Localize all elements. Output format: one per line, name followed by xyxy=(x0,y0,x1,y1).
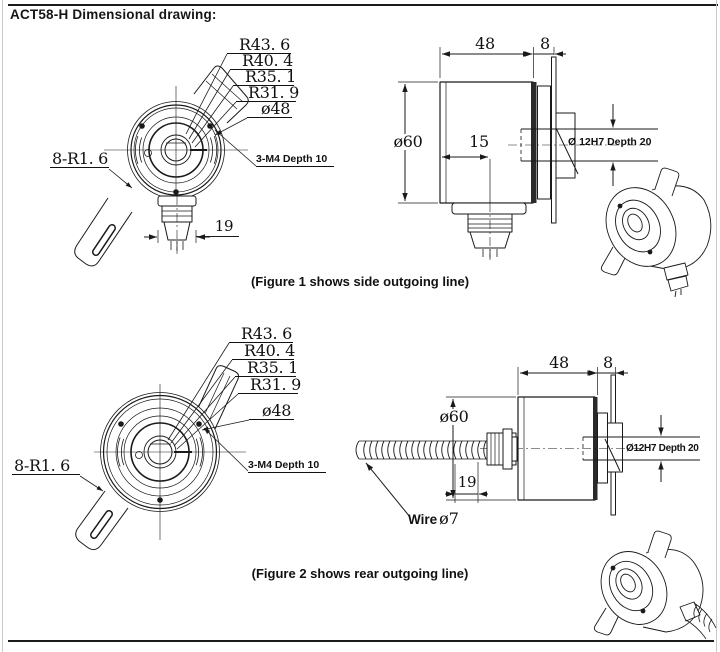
top-border xyxy=(8,4,718,6)
fig2-caption: (Figure 2 shows rear outgoing line) xyxy=(251,566,469,581)
fig2-leader-lines xyxy=(79,342,250,492)
fig2-side-view xyxy=(480,374,700,516)
fig2-mount-holes-label: 3-M4 Depth 10 xyxy=(248,459,326,473)
fig2-body-length-dim: 48 xyxy=(549,353,569,372)
fig1-front-view xyxy=(74,65,249,267)
page-title: ACT58-H Dimensional drawing: xyxy=(10,7,217,22)
fig2-radius-label-2: R40. 4 xyxy=(232,343,295,360)
fig2-fillet-label: 8-R1. 6 xyxy=(12,458,80,475)
fig2-radius-label-1: R43. 6 xyxy=(229,326,293,343)
fig2-diameter48-label: ø48 xyxy=(249,403,294,420)
fig2-body-diameter-dim: ø60 xyxy=(436,409,472,425)
fig1-fillet-label: 8-R1. 6 xyxy=(50,149,109,168)
fig2-front-view xyxy=(75,365,246,551)
fig1-radius-label-3: R35. 1 xyxy=(233,69,296,86)
fig2-3d-view xyxy=(593,530,717,640)
fig1-leader-lines xyxy=(108,53,257,189)
fig2-radius-label-4: R31. 9 xyxy=(238,377,301,394)
fig1-gland-offset-dim: 15 xyxy=(469,132,489,151)
fig1-radius-label-4: R31. 9 xyxy=(236,85,299,102)
fig1-side-view xyxy=(439,56,658,224)
fig2-gland-length-dim: 19 xyxy=(457,473,477,491)
fig2-cable xyxy=(355,428,518,470)
fig1-body-diameter-dim: ø60 xyxy=(390,134,426,150)
left-border xyxy=(2,0,3,652)
fig1-body-length-dim: 48 xyxy=(475,34,495,53)
fig2-wire-label: Wire ø7 xyxy=(408,509,459,528)
fig1-caption: (Figure 1 shows side outgoing line) xyxy=(250,274,470,289)
fig1-shaft-bore-label: Ø 12H7 Depth 20 xyxy=(568,136,652,148)
right-border xyxy=(716,0,717,652)
fig1-mount-holes-label: 3-M4 Depth 10 xyxy=(256,153,334,167)
fig1-radius-label-1: R43. 6 xyxy=(227,37,291,54)
fig1-3d-view xyxy=(600,167,712,298)
fig1-radius-label-2: R40. 4 xyxy=(230,53,293,70)
fig2-shaft-bore-label: Ø12H7 Depth 20 xyxy=(626,443,699,454)
fig1-diameter48-label: ø48 xyxy=(247,101,292,118)
fig1-gland-width-dim: 19 xyxy=(214,217,234,235)
fig1-front-gland xyxy=(144,195,239,254)
fig1-side-gland xyxy=(451,202,527,260)
fig2-flange-thickness-dim: 8 xyxy=(603,353,613,372)
fig2-wire-diameter: ø7 xyxy=(439,509,459,528)
fig2-side-dimensions xyxy=(365,367,628,518)
fig2-radius-label-3: R35. 1 xyxy=(235,360,298,377)
bottom-border xyxy=(8,640,714,642)
fig1-flange-thickness-dim: 8 xyxy=(540,34,550,53)
fig2-wire-text: Wire xyxy=(408,512,438,527)
